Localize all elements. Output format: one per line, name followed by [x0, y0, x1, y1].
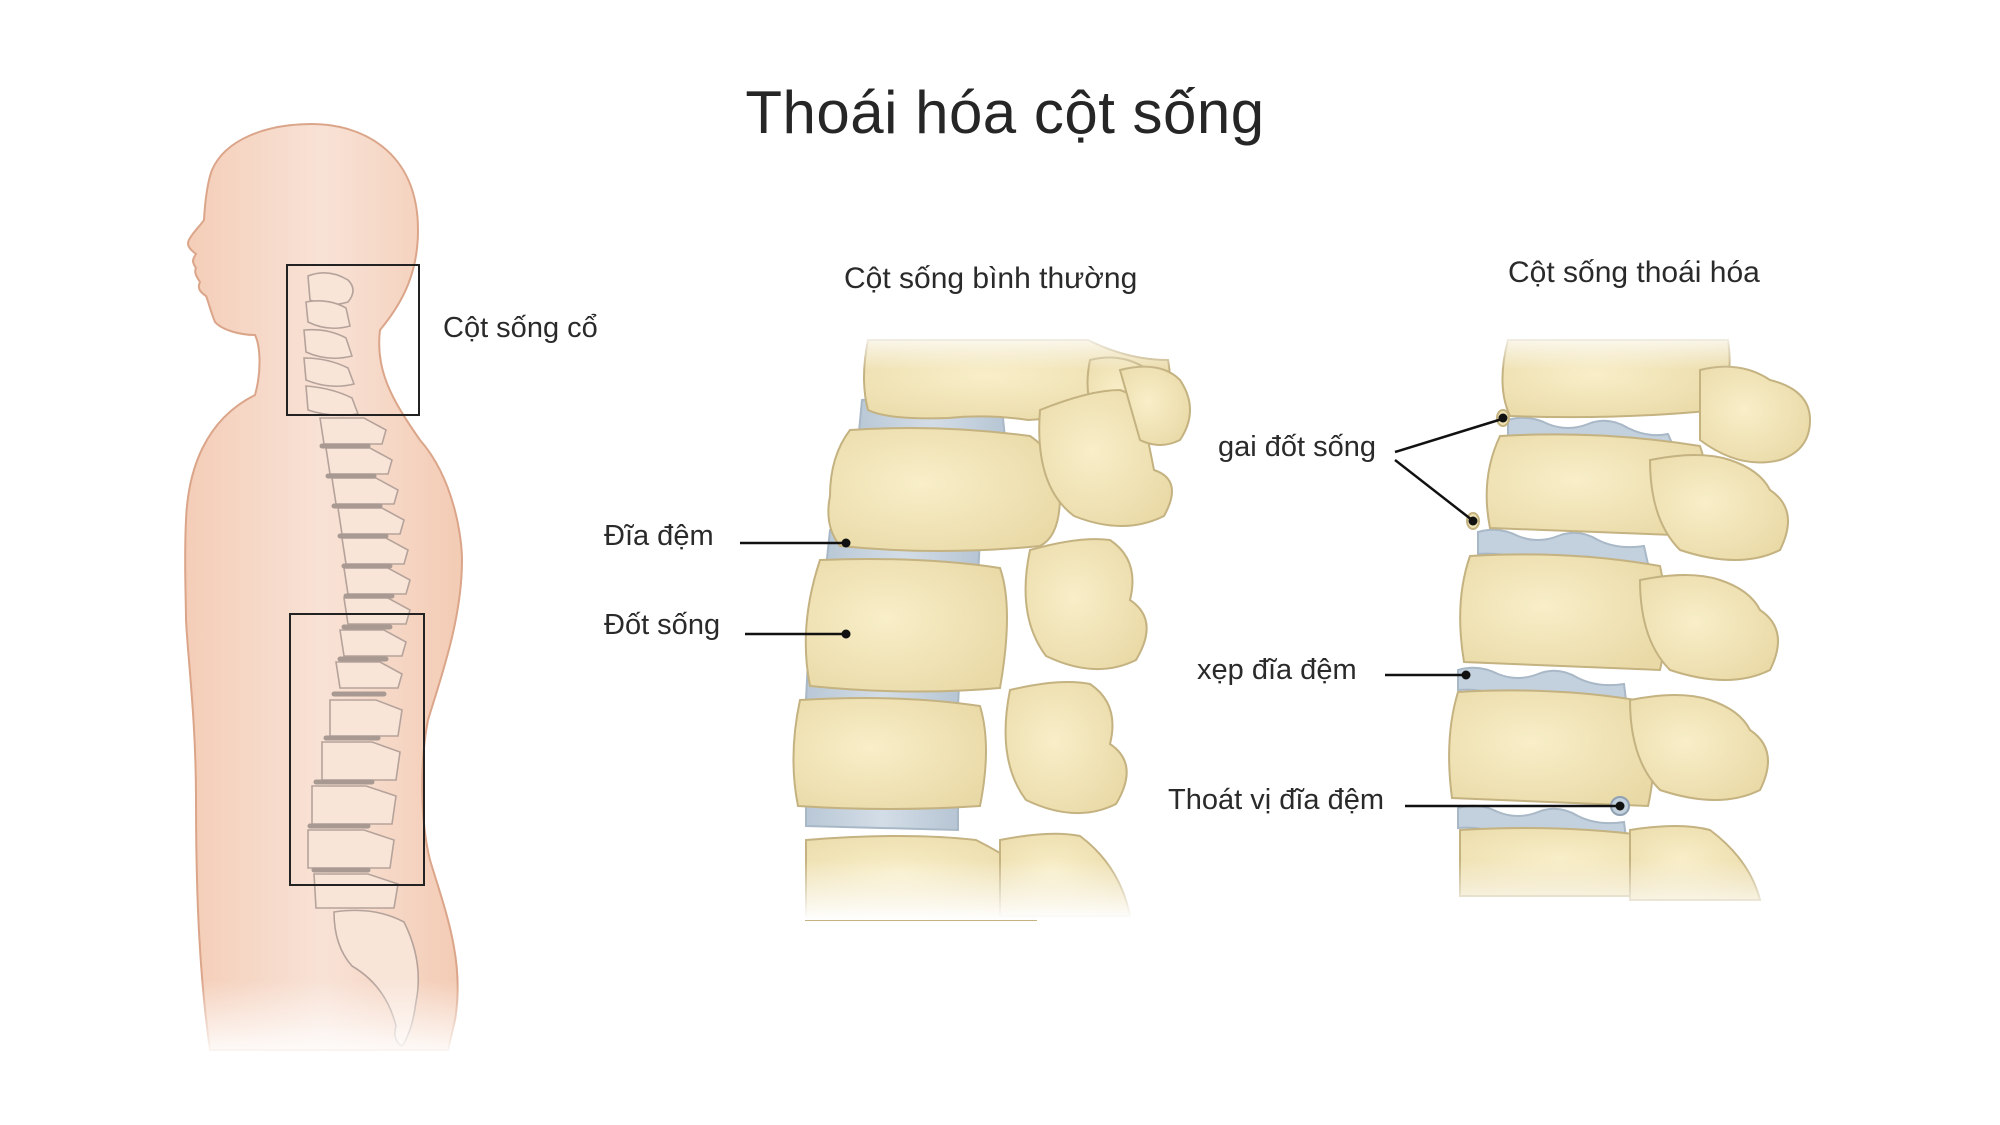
heading-normal-spine: Cột sống bình thường	[844, 262, 1138, 295]
label-bone-spur: gai đốt sống	[1218, 431, 1377, 463]
leader-bone-spur-2	[1394, 459, 1473, 521]
leader-lines	[740, 413, 1625, 811]
label-vertebra: Đốt sống	[604, 609, 721, 641]
leader-dot	[1468, 516, 1478, 526]
degenerated-spine-illustration	[1440, 330, 1820, 920]
label-herniated-disc: Thoát vị đĩa đệm	[1168, 784, 1384, 816]
leader-bone-spur-1	[1394, 417, 1503, 454]
heading-degenerated-spine: Cột sống thoái hóa	[1508, 256, 1760, 289]
spine-discs	[307, 443, 395, 873]
leader-dot	[1498, 413, 1508, 423]
label-cervical-spine: Cột sống cổ	[443, 312, 598, 344]
normal-spine-illustration	[780, 330, 1191, 921]
label-intervertebral-disc: Đĩa đệm	[604, 520, 714, 552]
leader-dot	[841, 538, 851, 548]
leader-dot	[1615, 801, 1625, 811]
leader-dot	[1461, 670, 1471, 680]
lumbar-spine-box	[289, 613, 425, 886]
page-title: Thoái hóa cột sống	[745, 79, 1265, 146]
cervical-spine-box	[286, 264, 420, 416]
leader-dot	[841, 629, 851, 639]
human-body-figure	[0, 122, 500, 1060]
body-silhouette	[184, 122, 464, 1051]
label-collapsed-disc: xẹp đĩa đệm	[1197, 654, 1357, 686]
